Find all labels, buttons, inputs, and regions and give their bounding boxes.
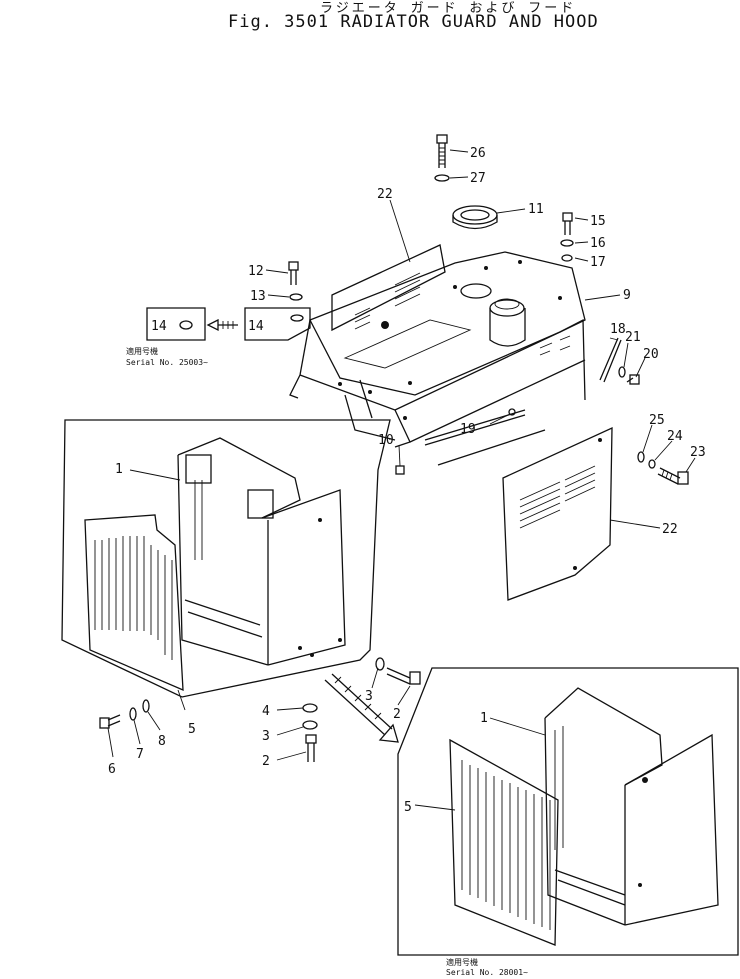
callout-13: 13 xyxy=(250,289,266,304)
callout-7: 7 xyxy=(136,747,144,762)
callout-17: 17 xyxy=(590,255,606,270)
serial-note-a: Serial No. 25003~ xyxy=(126,358,208,367)
inset-frame-b xyxy=(397,667,739,956)
hood-bolt-26 xyxy=(436,134,448,168)
washer-27 xyxy=(434,174,450,182)
callout-21: 21 xyxy=(625,330,641,345)
bolt-6 xyxy=(99,714,121,729)
callout-26: 26 xyxy=(470,146,486,161)
callout-14: 14 xyxy=(248,319,264,334)
bolt-23 xyxy=(657,467,689,485)
callout-2: 2 xyxy=(393,707,401,722)
callout-3: 3 xyxy=(365,689,373,704)
callout-24: 24 xyxy=(667,429,683,444)
callout-1: 1 xyxy=(480,711,488,726)
callout-5: 5 xyxy=(404,800,412,815)
callout-12: 12 xyxy=(248,264,264,279)
washer-8 xyxy=(142,699,150,713)
front-grille-b xyxy=(449,738,559,946)
callout-3: 3 xyxy=(262,729,270,744)
callout-27: 27 xyxy=(470,171,486,186)
bolt-2a xyxy=(386,667,421,685)
hood xyxy=(289,251,586,466)
bolt-19 xyxy=(508,408,516,416)
radiator-guard-frame-a xyxy=(177,437,346,666)
radiator-guard-frame-b xyxy=(544,687,719,926)
callout-22: 22 xyxy=(377,187,393,202)
grommet-11 xyxy=(452,205,498,230)
callout-9: 9 xyxy=(623,288,631,303)
callout-15: 15 xyxy=(590,214,606,229)
inset-frame-a xyxy=(61,419,391,698)
callout-4: 4 xyxy=(262,704,270,719)
leader-lines xyxy=(107,149,696,811)
callout-25: 25 xyxy=(649,413,665,428)
callout-10: 10 xyxy=(378,433,394,448)
callout-22: 22 xyxy=(662,522,678,537)
callout-18: 18 xyxy=(610,322,626,337)
callout-20: 20 xyxy=(643,347,659,362)
washer-21 xyxy=(618,366,626,378)
bolt-10 xyxy=(395,465,405,475)
washer-25 xyxy=(637,451,645,463)
bolt-2b xyxy=(305,734,317,762)
callout-11: 11 xyxy=(528,202,544,217)
callout-16: 16 xyxy=(590,236,606,251)
callout-2: 2 xyxy=(262,754,270,769)
callout-8: 8 xyxy=(158,734,166,749)
bolt-15 xyxy=(562,212,573,235)
callout-19: 19 xyxy=(460,422,476,437)
side-louvre-panel xyxy=(502,426,613,601)
rod-18 xyxy=(599,337,622,383)
washer-4 xyxy=(302,703,318,713)
callout-6: 6 xyxy=(108,762,116,777)
serial-note-b: Serial No. 28001~ xyxy=(446,968,528,977)
callout-labels: 26 27 22 11 15 16 17 12 13 9 14 14 18 21… xyxy=(108,146,706,815)
callout-1: 1 xyxy=(115,462,123,477)
callout-5: 5 xyxy=(188,722,196,737)
direction-arrow xyxy=(324,673,399,743)
top-side-louvre-panel xyxy=(331,244,446,332)
callout-23: 23 xyxy=(690,445,706,460)
callout-14: 14 xyxy=(151,319,167,334)
serial-note-b-label: 適用号機 xyxy=(446,957,478,967)
serial-note-a-label: 適用号機 xyxy=(126,346,158,356)
washer-3b xyxy=(302,720,318,730)
nut-17 xyxy=(561,254,573,262)
figure-title: Fig. 3501 RADIATOR GUARD AND HOOD xyxy=(228,12,599,32)
detail-box-14 xyxy=(146,307,311,341)
washer-24 xyxy=(648,459,656,469)
washer-13 xyxy=(289,293,303,301)
washer-16 xyxy=(560,239,574,247)
front-grille-a xyxy=(84,514,184,692)
washer-7 xyxy=(129,707,137,721)
figure-title-japanese: ラジエータ ガード および フード xyxy=(320,1,577,16)
bolt-12 xyxy=(288,261,299,285)
bolt-20 xyxy=(626,374,640,385)
washer-3a xyxy=(375,657,385,671)
